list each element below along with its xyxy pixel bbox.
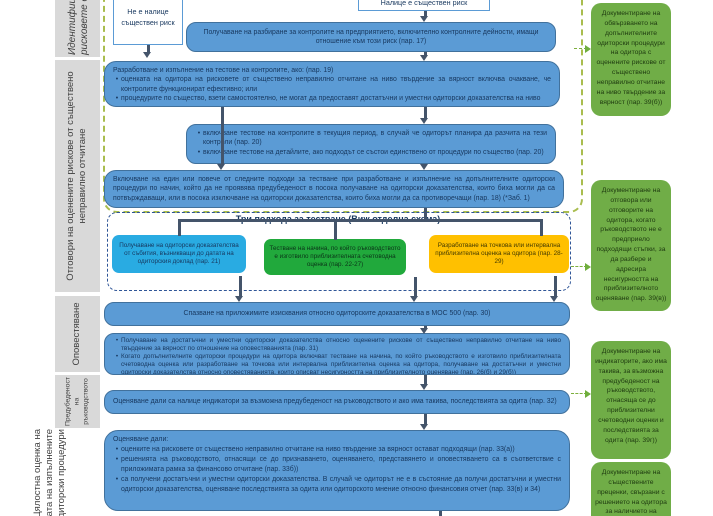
bullet-icon (113, 353, 121, 374)
three-approaches-dashed-box (107, 212, 571, 291)
box-tests-of-controls: Разработване и изпълнение на тестове на … (104, 61, 560, 107)
doc-box-responses: Документиране на отговора или отговорите… (591, 180, 671, 311)
box-mos500: Спазване на приложимите изисквания относ… (104, 302, 570, 326)
box-overall-evaluation: Оценяване дали: оценките на рисковете от… (104, 430, 570, 511)
doc-box-significant-judgements: Документиране на съществените преценки, … (591, 462, 671, 516)
doc-box-linkage: Документиране на обвързването на допълни… (591, 3, 671, 116)
arrow-head-icon (585, 263, 591, 271)
arrow-head-icon (420, 118, 428, 124)
sidebar-label-identify-risks: Идентифициране на рисковете от съществен… (67, 0, 90, 55)
arrow-head-icon (585, 390, 591, 398)
arrow-down (424, 414, 427, 425)
arrow-head-icon (420, 164, 428, 170)
sidebar-label-responses: Отговори на оценените рискове от съществ… (65, 71, 88, 281)
box-management-bias-indicators: Оценяване дали са налице индикатори за в… (104, 390, 570, 414)
arrow-head-icon (420, 384, 428, 390)
bullet-icon (113, 337, 121, 353)
box-understanding-controls: Получаване на разбиране за контролите на… (186, 22, 556, 52)
dashed-arrow-right (571, 266, 587, 267)
arrow-head-icon (143, 52, 151, 58)
connector-line (178, 219, 181, 236)
arrow-down (439, 511, 442, 516)
sidebar-label-management-bias: Предубеденост на ръководството (64, 377, 90, 426)
approach-auditor-estimate: Разработване на точкова или интервална п… (429, 235, 569, 273)
dashed-arrow-right (574, 48, 587, 49)
arrow-down (424, 107, 427, 119)
arrow-down (221, 107, 224, 165)
arrow-head-icon (585, 45, 591, 53)
approach-test-management-method: Тестване на начина, по който ръководство… (264, 239, 406, 275)
arrow-down (239, 276, 242, 297)
arrow-down (424, 326, 427, 329)
approach-audit-evidence-events: Получаване на одиторски доказателства от… (112, 235, 246, 273)
connector-line (540, 219, 543, 236)
bullet-icon (195, 148, 203, 157)
sidebar-label-disclosure: Оповестяване (71, 302, 82, 366)
bullet-icon (113, 75, 121, 94)
decision-significant-risk: Налице е съществен риск (358, 0, 490, 11)
dashed-arrow-right (571, 393, 587, 394)
arrow-head-icon (420, 16, 428, 22)
sidebar-bar-responses (55, 60, 100, 292)
sidebar-bar-disclosure (55, 296, 100, 372)
arrow-down (554, 276, 557, 297)
arrow-head-icon (410, 296, 418, 302)
arrow-head-icon (420, 55, 428, 61)
arrow-head-icon (217, 164, 225, 170)
sidebar-bar-identify (55, 0, 100, 57)
box-disclosures: Получаване на достатъчни и уместни одито… (104, 333, 570, 375)
arrow-down (424, 52, 427, 56)
arrow-head-icon (235, 296, 243, 302)
box-unbiased-approaches: Включване на един или повече от следните… (104, 170, 564, 208)
doc-box-bias-indicators: Документиране на индикаторите, ако има т… (591, 341, 671, 459)
bullet-icon (113, 455, 121, 475)
arrow-down (147, 45, 150, 53)
decision-no-significant-risk: Не е налице съществен риск (113, 0, 183, 45)
arrow-down (414, 277, 417, 297)
box-include-tests: включване тестове на контролите в текущи… (186, 124, 556, 164)
connector-line (424, 208, 427, 219)
bullet-icon (113, 94, 121, 103)
arrow-down (424, 11, 427, 17)
sidebar-label-overall-evaluation: Цялостна оценка на базата на изпълнените… (32, 429, 67, 516)
bullet-icon (113, 445, 121, 455)
arrow-head-icon (550, 296, 558, 302)
bullet-icon (113, 475, 121, 495)
sidebar-bar-bias (55, 375, 100, 428)
connector-line (334, 219, 337, 240)
arrow-head-icon (420, 328, 428, 334)
arrow-down (424, 375, 427, 385)
bullet-icon (195, 129, 203, 148)
arrow-head-icon (420, 424, 428, 430)
connector-line (179, 219, 542, 222)
